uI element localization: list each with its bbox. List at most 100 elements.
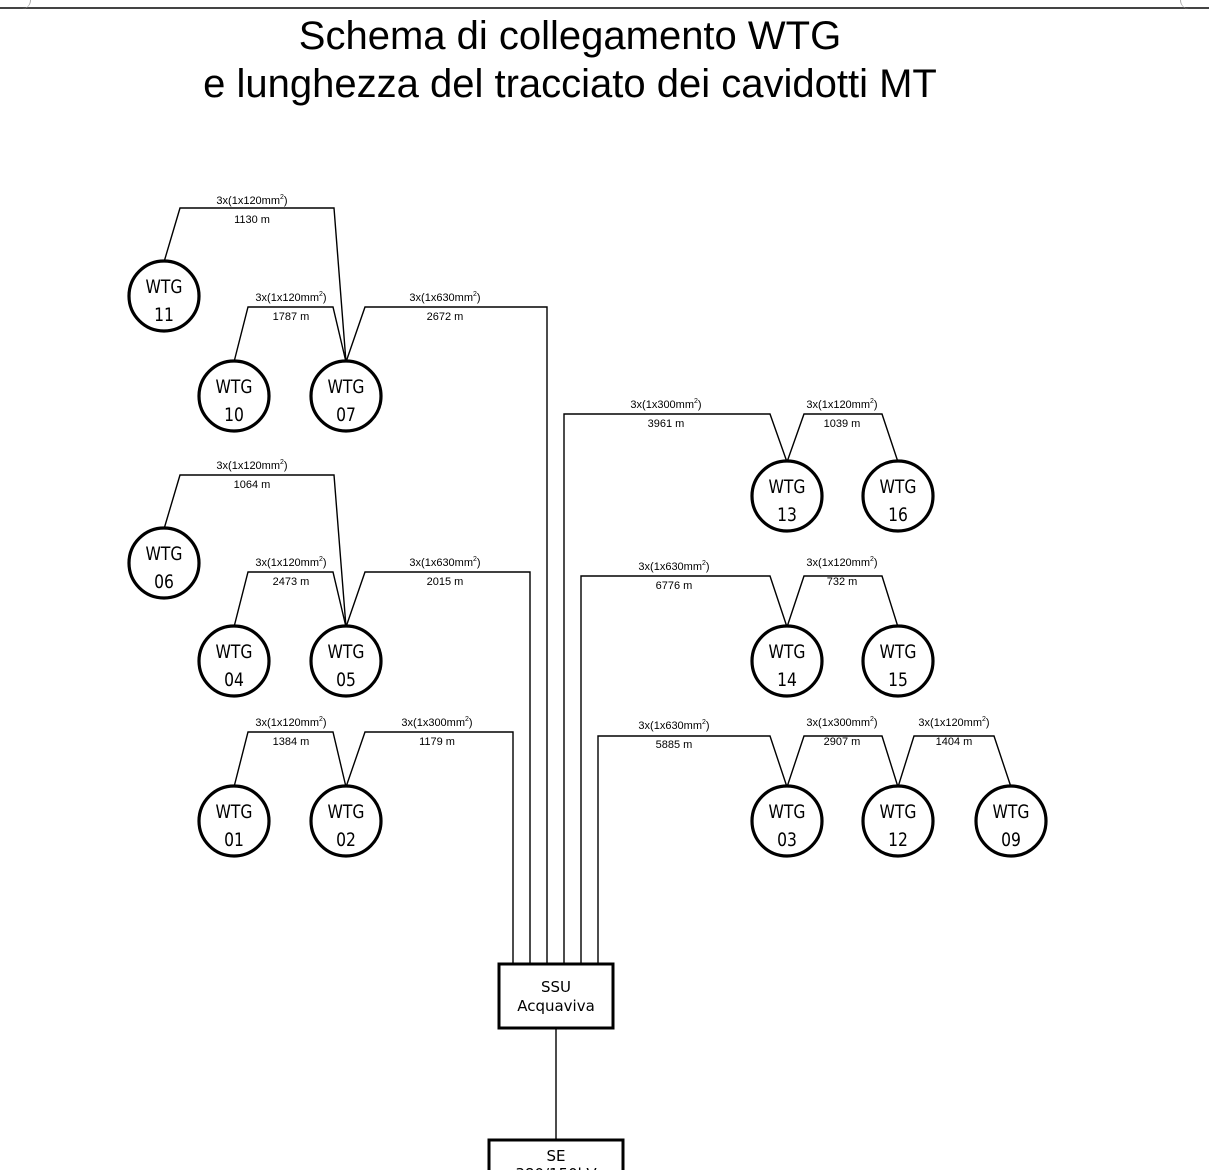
- se-label-line-2: 380/150kV: [515, 1165, 597, 1170]
- cable-spec-close: ): [469, 717, 473, 729]
- cable-spec-c14_ssu: 3x(1x630mm2): [638, 560, 709, 573]
- cable-spec-close: ): [874, 557, 878, 569]
- wtg-label: WTG: [328, 802, 365, 824]
- ssu-box-frame: [497, 962, 615, 1030]
- cable-spec-c02_ssu: 3x(1x300mm2): [401, 716, 472, 729]
- wtg-number: 07: [336, 405, 356, 427]
- cable-line-c15_14: [786, 575, 899, 628]
- cable-line-c12_03: [786, 735, 899, 788]
- cable-spec-c10_07: 3x(1x120mm2): [255, 291, 326, 304]
- cable-spec-superscript: 2: [694, 398, 698, 405]
- wtg-node-04: WTG 04: [197, 624, 271, 698]
- wtg-circle: [309, 624, 383, 698]
- cable-spec-close: ): [874, 399, 878, 411]
- wtg-circle: [309, 359, 383, 433]
- wtg-label: WTG: [216, 802, 253, 824]
- wtg-label: WTG: [880, 477, 917, 499]
- cable-spec-text: 3x(1x120mm: [216, 195, 280, 207]
- cable-length-c07_ssu: 2672 m: [427, 311, 464, 323]
- cable-line-c13_ssu: [563, 413, 788, 963]
- cable-spec-superscript: 2: [870, 556, 874, 563]
- cable-spec-superscript: 2: [319, 556, 323, 563]
- cable-spec-c16_13: 3x(1x120mm2): [806, 398, 877, 411]
- wtg-circle: [861, 784, 935, 858]
- cable-line-c04_05: [233, 571, 347, 628]
- wtg-label: WTG: [880, 642, 917, 664]
- cable-length-c11_07: 1130 m: [234, 214, 270, 226]
- wtg-label: WTG: [216, 377, 253, 399]
- cable-length-c04_05: 2473 m: [273, 576, 310, 588]
- cable-spec-close: ): [706, 720, 710, 732]
- cable-length-c09_12: 1404 m: [936, 736, 973, 748]
- wtg-number: 16: [888, 505, 908, 527]
- cable-line-c07_ssu: [345, 306, 548, 963]
- cable-spec-c07_ssu: 3x(1x630mm2): [409, 291, 480, 304]
- cable-spec-c13_ssu: 3x(1x300mm2): [630, 398, 701, 411]
- cable-spec-text: 3x(1x120mm: [806, 557, 870, 569]
- cable-spec-text: 3x(1x120mm: [216, 460, 280, 472]
- wtg-circle: [197, 624, 271, 698]
- cable-line-c09_12: [897, 735, 1012, 788]
- cable-length-c14_ssu: 6776 m: [656, 580, 693, 592]
- cable-line-c16_13: [786, 413, 899, 463]
- wtg-node-06: WTG 06: [127, 526, 201, 600]
- wtg-label: WTG: [328, 642, 365, 664]
- wtg-number: 13: [777, 505, 797, 527]
- wtg-number: 06: [154, 572, 174, 594]
- title-line-1: Schema di collegamento WTG: [298, 14, 842, 58]
- cable-length-c06_05: 1064 m: [234, 479, 271, 491]
- cable-spec-text: 3x(1x630mm: [638, 720, 702, 732]
- wtg-number: 11: [154, 305, 174, 327]
- cable-line-c06_05: [163, 474, 347, 628]
- cable-spec-superscript: 2: [473, 291, 477, 298]
- cable-spec-c12_03: 3x(1x300mm2): [806, 716, 877, 729]
- wtg-label: WTG: [880, 802, 917, 824]
- wtg-node-13: WTG 13: [750, 459, 824, 533]
- wtg-node-16: WTG 16: [861, 459, 935, 533]
- cable-spec-superscript: 2: [870, 716, 874, 723]
- cable-spec-text: 3x(1x630mm: [638, 561, 702, 573]
- wtg-label: WTG: [146, 544, 183, 566]
- wtg-circle: [197, 359, 271, 433]
- cable-spec-close: ): [477, 292, 481, 304]
- cable-line-c03_ssu: [597, 735, 788, 963]
- cable-spec-close: ): [477, 557, 481, 569]
- cable-length-c10_07: 1787 m: [273, 311, 310, 323]
- cable-spec-superscript: 2: [280, 194, 284, 201]
- wtg-number: 05: [336, 670, 356, 692]
- cable-spec-close: ): [986, 717, 990, 729]
- wtg-number: 10: [224, 405, 244, 427]
- cable-length-c15_14: 732 m: [827, 576, 858, 588]
- cable-spec-c04_05: 3x(1x120mm2): [255, 556, 326, 569]
- cable-spec-superscript: 2: [702, 719, 706, 726]
- cable-spec-c11_07: 3x(1x120mm2): [216, 194, 287, 207]
- se-acquaviva-box: SE380/150kVAcquaviva: [487, 1138, 625, 1170]
- wtg-label: WTG: [769, 477, 806, 499]
- wtg-circle: [197, 784, 271, 858]
- wtg-label: WTG: [328, 377, 365, 399]
- wtg-number: 09: [1001, 830, 1021, 852]
- cable-spec-superscript: 2: [465, 716, 469, 723]
- wtg-circle: [861, 459, 935, 533]
- ssu-label-line-1: SSU: [541, 978, 571, 996]
- wtg-circle: [861, 624, 935, 698]
- cable-line-c11_07: [163, 207, 347, 363]
- cable-spec-superscript: 2: [319, 291, 323, 298]
- wtg-node-07: WTG 07: [309, 359, 383, 433]
- wtg-node-05: WTG 05: [309, 624, 383, 698]
- wtg-label: WTG: [216, 642, 253, 664]
- wtg-number: 04: [224, 670, 244, 692]
- wtg-node-10: WTG 10: [197, 359, 271, 433]
- cable-spec-text: 3x(1x630mm: [409, 557, 473, 569]
- wtg-circle: [309, 784, 383, 858]
- cable-line-c01_02: [233, 731, 347, 788]
- cable-length-c13_ssu: 3961 m: [648, 418, 685, 430]
